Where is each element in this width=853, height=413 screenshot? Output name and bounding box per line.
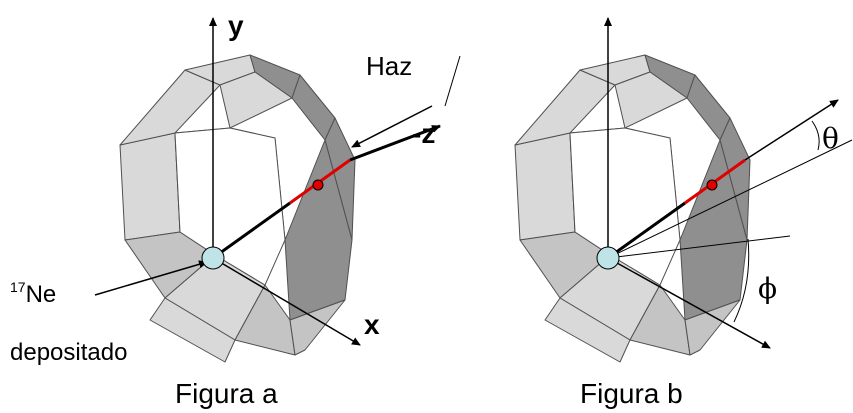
detector-segment — [679, 139, 748, 321]
detector-segment — [514, 132, 576, 241]
phi-arc — [733, 238, 750, 323]
z-axis-line — [349, 124, 441, 162]
isotope-mass: 17 — [10, 279, 26, 295]
ne17-source — [596, 246, 620, 270]
theta-label: θ — [822, 122, 839, 155]
theta-arc — [811, 120, 820, 151]
detector-segment — [289, 299, 346, 356]
detector-segment — [149, 297, 236, 363]
z-axis-line — [744, 99, 839, 161]
detector-segment — [684, 299, 741, 356]
phi-label: ϕ — [758, 272, 777, 305]
theta-reference-line — [607, 139, 853, 259]
beam-label: Haz — [366, 51, 412, 81]
hit-marker — [706, 179, 718, 191]
isotope-element: Ne — [26, 281, 57, 308]
x-axis-label: x — [364, 309, 380, 340]
detector-segment — [686, 74, 731, 141]
detector-segment — [291, 74, 336, 141]
phi-reference-line — [607, 235, 791, 259]
beam-source-line — [444, 55, 461, 107]
particle-track — [607, 201, 686, 260]
panel-a-caption: Figura a — [175, 378, 278, 409]
detector-segment — [544, 297, 631, 363]
detector-ring-b — [514, 54, 751, 363]
ne17-source — [201, 246, 225, 270]
deposited-label: depositado — [10, 339, 127, 366]
isotope-label: 17Ne — [10, 279, 56, 308]
detector-segment — [119, 132, 181, 241]
panel-a: y x -z Haz 17Ne depositado Figura a — [10, 10, 461, 409]
hit-marker — [312, 179, 324, 191]
z-axis-label: -z — [412, 118, 435, 149]
particle-track — [212, 201, 291, 260]
x-axis-line — [607, 257, 771, 349]
detector-segment — [284, 139, 353, 321]
panel-b-caption: Figura b — [580, 378, 683, 409]
detector-ring-a — [119, 54, 356, 363]
y-axis-label: y — [228, 10, 244, 41]
beam-arrow — [351, 105, 433, 148]
ne-pointer-arrow — [94, 260, 208, 296]
x-axis-line — [212, 257, 361, 346]
panel-b: θ ϕ Figura b — [514, 17, 853, 409]
